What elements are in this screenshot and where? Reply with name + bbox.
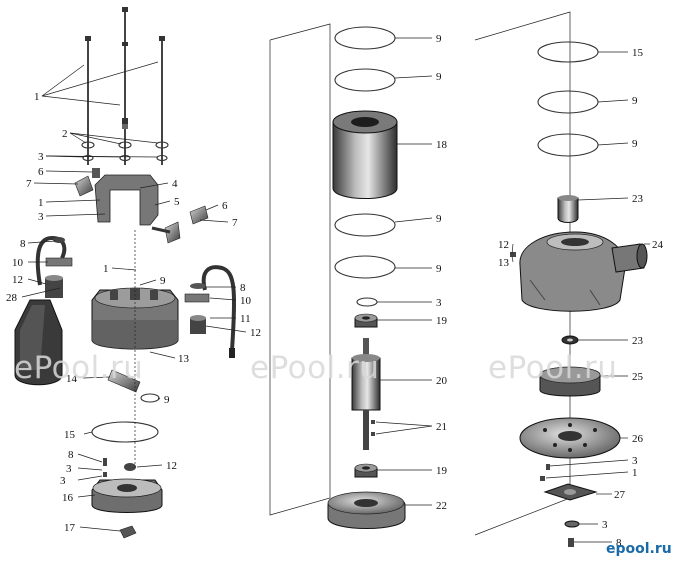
right-callouts: 15 9 9 23 12 13 24 23 25 26 3 1 27 3 8 <box>498 47 664 549</box>
middle-callouts: 9 9 18 9 9 3 19 20 21 19 22 <box>436 33 448 512</box>
callout-l3a: 3 <box>38 151 44 163</box>
middle-assembly <box>327 26 406 529</box>
callout-l12b: 12 <box>250 327 261 339</box>
callout-l14: 14 <box>66 373 78 385</box>
watermark-right: ePool.ru <box>488 350 617 386</box>
callout-r13: 13 <box>498 257 510 269</box>
callout-r23a: 23 <box>632 193 644 205</box>
callout-r9b: 9 <box>632 138 638 150</box>
callout-l15: 15 <box>64 429 76 441</box>
callout-r26: 26 <box>632 433 644 445</box>
right-assembly <box>510 41 648 547</box>
callout-r27: 27 <box>614 489 626 501</box>
callout-l9a: 9 <box>160 275 166 287</box>
callout-l13: 13 <box>178 353 190 365</box>
callout-l11: 11 <box>240 313 251 325</box>
callout-l17: 17 <box>64 522 76 534</box>
callout-r12: 12 <box>498 239 509 251</box>
watermark-left: ePool.ru <box>14 350 143 386</box>
callout-m9b: 9 <box>436 71 442 83</box>
callout-r24: 24 <box>652 239 664 251</box>
callout-r9a: 9 <box>632 95 638 107</box>
corner-logo: epool.ru <box>606 541 672 557</box>
callout-l8b: 8 <box>240 282 246 294</box>
callout-l9b: 9 <box>164 394 170 406</box>
callout-m3: 3 <box>436 297 442 309</box>
callout-l8c: 8 <box>68 449 74 461</box>
callout-l1b: 1 <box>38 197 44 209</box>
callout-l1: 1 <box>34 91 40 103</box>
callout-l12c: 12 <box>166 460 177 472</box>
callout-l28: 28 <box>6 292 18 304</box>
right-leaders <box>511 51 650 543</box>
left-callouts: 1 2 3 6 7 1 3 4 5 6 7 8 10 12 28 1 9 8 1… <box>6 91 261 534</box>
callout-l5: 5 <box>174 196 180 208</box>
callout-l12a: 12 <box>12 274 23 286</box>
callout-m9c: 9 <box>436 213 442 225</box>
callout-r23b: 23 <box>632 335 644 347</box>
callout-r3b: 3 <box>602 519 608 531</box>
left-leaders <box>21 61 247 532</box>
callout-l3b: 3 <box>38 211 44 223</box>
callout-l2: 2 <box>62 128 68 140</box>
callout-l10a: 10 <box>12 257 24 269</box>
callout-r15: 15 <box>632 47 644 59</box>
callout-l8a: 8 <box>20 238 26 250</box>
callout-l4: 4 <box>172 178 178 190</box>
watermark-middle: ePool.ru <box>250 350 379 386</box>
callout-m9a: 9 <box>436 33 442 45</box>
callout-r3a: 3 <box>632 455 638 467</box>
callout-l7b: 7 <box>232 217 238 229</box>
callout-m22: 22 <box>436 500 447 512</box>
watermark-group: ePool.ru ePool.ru ePool.ru <box>14 350 617 386</box>
callout-l1c: 1 <box>103 263 109 275</box>
callout-l16: 16 <box>62 492 74 504</box>
callout-l3d: 3 <box>60 475 66 487</box>
callout-m19b: 19 <box>436 465 448 477</box>
callout-l6a: 6 <box>38 166 44 178</box>
callout-m18: 18 <box>436 139 448 151</box>
callout-m20: 20 <box>436 375 448 387</box>
callout-r25: 25 <box>632 371 644 383</box>
callout-m19a: 19 <box>436 315 448 327</box>
left-assembly <box>14 7 237 539</box>
callout-m21: 21 <box>436 421 447 433</box>
callout-l10b: 10 <box>240 295 252 307</box>
callout-r1: 1 <box>632 467 638 479</box>
callout-m9d: 9 <box>436 263 442 275</box>
callout-l3c: 3 <box>66 463 72 475</box>
callout-l6b: 6 <box>222 200 228 212</box>
middle-leaders <box>375 37 433 506</box>
callout-r8: 8 <box>616 537 622 549</box>
callout-l7a: 7 <box>26 178 32 190</box>
